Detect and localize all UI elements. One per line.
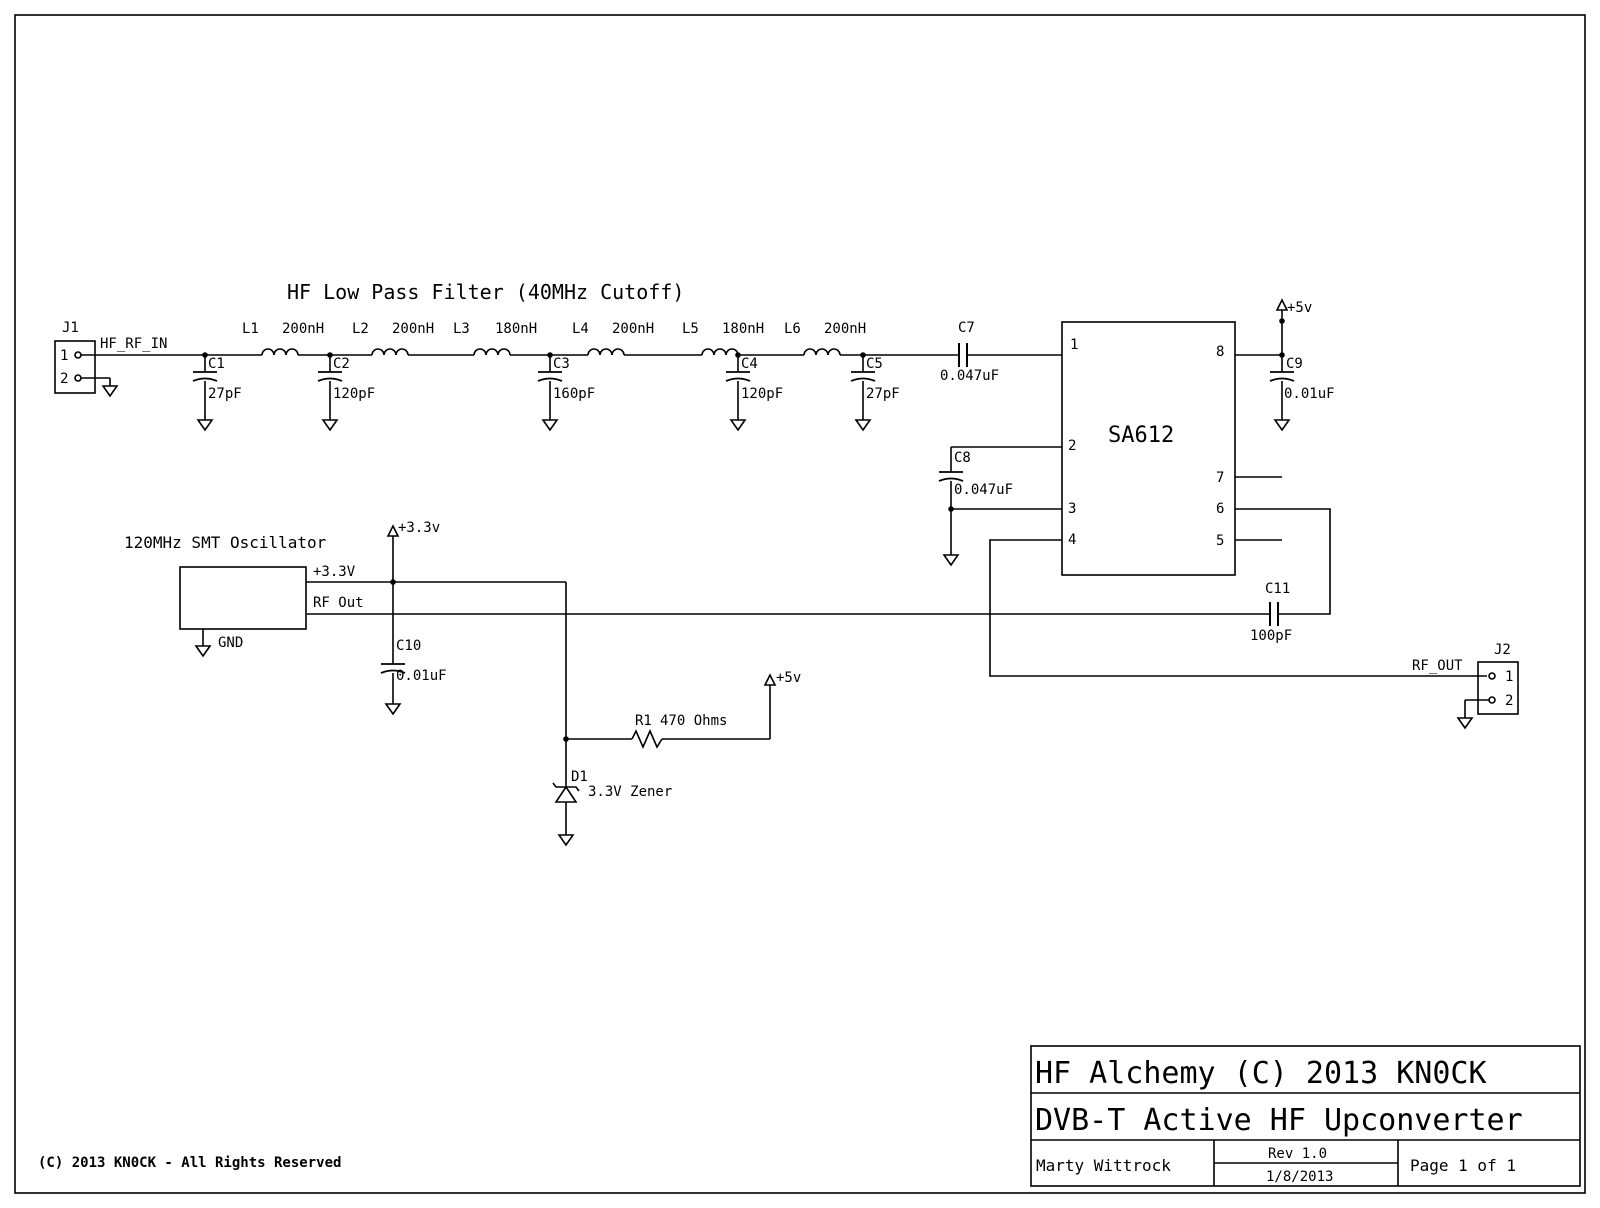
title-rev: Rev 1.0 xyxy=(1268,1146,1327,1162)
copyright-note: (C) 2013 KN0CK - All Rights Reserved xyxy=(38,1155,341,1171)
title-line-1: HF Alchemy (C) 2013 KN0CK xyxy=(1035,1056,1487,1091)
j1-ref: J1 xyxy=(62,320,79,336)
ic-pin-4: 4 xyxy=(1068,532,1076,548)
l4-ref: L4 xyxy=(572,321,589,337)
j2-pin2: 2 xyxy=(1505,693,1513,709)
filter-network xyxy=(81,343,1062,367)
connector-j1: J1 1 2 HF_RF_IN xyxy=(54,320,167,397)
j2-pin1: 1 xyxy=(1505,669,1513,685)
ic-pin-5: 5 xyxy=(1216,533,1224,549)
l5-ref: L5 xyxy=(682,321,699,337)
capacitor-c11 xyxy=(307,508,1331,626)
c4-ref: C4 xyxy=(741,356,758,372)
osc-out-pin: RF Out xyxy=(313,595,364,611)
c9-value: 0.01uF xyxy=(1284,386,1335,402)
d1-value: 3.3V Zener xyxy=(588,784,672,800)
oscillator-module xyxy=(179,566,566,657)
j1-pin2: 2 xyxy=(60,371,68,387)
ic-sa612: SA612 1 2 3 4 5 6 7 8 xyxy=(1061,321,1282,576)
r1-value: 470 Ohms xyxy=(660,713,727,729)
capacitor-c5 xyxy=(850,352,876,431)
ic-pin-6: 6 xyxy=(1216,501,1224,517)
c9-ref: C9 xyxy=(1286,356,1303,372)
c8-ref: C8 xyxy=(954,450,971,466)
d1-ref: D1 xyxy=(571,769,588,785)
c11-ref: C11 xyxy=(1265,581,1290,597)
title-author: Marty Wittrock xyxy=(1036,1156,1171,1175)
rf-out-net xyxy=(989,539,1487,677)
c1-ref: C1 xyxy=(208,356,225,372)
l3-ref: L3 xyxy=(453,321,470,337)
j2-ref: J2 xyxy=(1494,642,1511,658)
c2-ref: C2 xyxy=(333,356,350,372)
c2-value: 120pF xyxy=(333,386,375,402)
c7-value: 0.047uF xyxy=(940,368,999,384)
ic-pin-8: 8 xyxy=(1216,344,1224,360)
c8-value: 0.047uF xyxy=(954,482,1013,498)
ic-pin-2: 2 xyxy=(1068,438,1076,454)
l5-value: 180nH xyxy=(722,321,764,337)
filter-title: HF Low Pass Filter (40MHz Cutoff) xyxy=(287,280,684,304)
oscillator-title: 120MHz SMT Oscillator xyxy=(124,533,327,552)
c10-ref: C10 xyxy=(396,638,421,654)
c3-value: 160pF xyxy=(553,386,595,402)
title-line-2: DVB-T Active HF Upconverter xyxy=(1035,1103,1523,1138)
l6-value: 200nH xyxy=(824,321,866,337)
capacitor-c3 xyxy=(537,352,563,431)
power-3v3: +3.3v xyxy=(398,520,440,536)
capacitor-c10 xyxy=(380,524,406,715)
title-date: 1/8/2013 xyxy=(1266,1169,1333,1185)
c4-value: 120pF xyxy=(741,386,783,402)
l1-value: 200nH xyxy=(282,321,324,337)
power-5v-zener: +5v xyxy=(776,670,801,686)
l2-value: 200nH xyxy=(392,321,434,337)
l6-ref: L6 xyxy=(784,321,801,337)
c7-ref: C7 xyxy=(958,320,975,336)
capacitor-c1 xyxy=(192,352,218,431)
capacitor-c9 xyxy=(1235,298,1295,431)
c5-value: 27pF xyxy=(866,386,900,402)
title-block xyxy=(1030,1045,1581,1187)
title-page: Page 1 of 1 xyxy=(1410,1156,1516,1175)
capacitor-c8 xyxy=(938,446,1062,566)
osc-gnd-pin: GND xyxy=(218,635,243,651)
c3-ref: C3 xyxy=(553,356,570,372)
ic-pin-3: 3 xyxy=(1068,501,1076,517)
j1-net-label: HF_RF_IN xyxy=(100,336,167,352)
sheet-border xyxy=(14,14,1586,1194)
c10-value: 0.01uF xyxy=(396,668,447,684)
c11-value: 100pF xyxy=(1250,628,1292,644)
c5-ref: C5 xyxy=(866,356,883,372)
osc-vcc-pin: +3.3V xyxy=(313,564,356,580)
capacitor-c2 xyxy=(317,352,343,431)
l1-ref: L1 xyxy=(242,321,259,337)
connector-j2: J2 1 2 xyxy=(1457,642,1519,729)
capacitor-c4 xyxy=(725,352,751,431)
r1-ref: R1 xyxy=(635,713,652,729)
ic-name: SA612 xyxy=(1108,423,1174,448)
j1-pin1: 1 xyxy=(60,348,68,364)
ic-pin-7: 7 xyxy=(1216,470,1224,486)
power-5v-ic: +5v xyxy=(1287,300,1312,316)
l2-ref: L2 xyxy=(352,321,369,337)
zener-regulator xyxy=(552,582,777,846)
c1-value: 27pF xyxy=(208,386,242,402)
l3-value: 180nH xyxy=(495,321,537,337)
j2-net-label: RF_OUT xyxy=(1412,658,1463,674)
l4-value: 200nH xyxy=(612,321,654,337)
ic-pin-1: 1 xyxy=(1070,337,1078,353)
